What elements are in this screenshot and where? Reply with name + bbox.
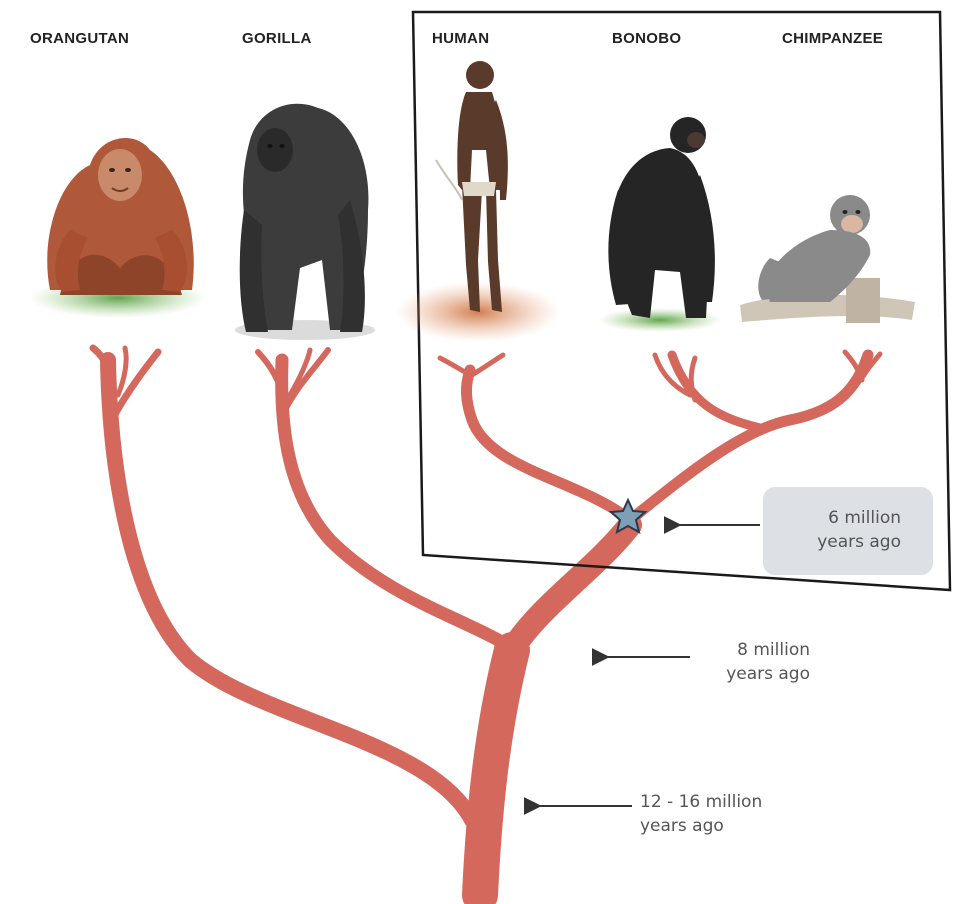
time-label-12-16-million: 12 - 16 million years ago bbox=[640, 790, 762, 838]
branch-human bbox=[466, 370, 630, 520]
species-label-gorilla: GORILLA bbox=[242, 30, 312, 47]
time-label-6-million: 6 million years ago bbox=[775, 506, 901, 554]
bonobo-image bbox=[598, 117, 722, 332]
twig-human-b bbox=[472, 355, 503, 375]
time-label-8-million: 8 million years ago bbox=[700, 638, 810, 686]
time-label-6-million-line2: years ago bbox=[775, 530, 901, 554]
twig-bonobo-b bbox=[691, 358, 695, 400]
species-label-bonobo: BONOBO bbox=[612, 30, 681, 47]
twig-human-a bbox=[440, 358, 470, 375]
time-label-8-million-line1: 8 million bbox=[700, 638, 810, 662]
chimpanzee-image bbox=[740, 195, 915, 323]
time-label-12-16-million-line2: years ago bbox=[640, 814, 762, 838]
trunk bbox=[480, 650, 512, 895]
branch-gorilla bbox=[282, 360, 515, 650]
mid-trunk bbox=[512, 525, 630, 650]
species-label-orangutan: ORANGUTAN bbox=[30, 30, 129, 47]
human-image bbox=[396, 61, 560, 342]
time-label-8-million-line2: years ago bbox=[700, 662, 810, 686]
gorilla-image bbox=[235, 104, 375, 340]
twig-orangutan-c bbox=[118, 348, 126, 395]
orangutan-image bbox=[30, 138, 206, 318]
species-label-human: HUMAN bbox=[432, 30, 489, 47]
time-label-6-million-line1: 6 million bbox=[775, 506, 901, 530]
time-label-12-16-million-line1: 12 - 16 million bbox=[640, 790, 762, 814]
species-label-chimpanzee: CHIMPANZEE bbox=[782, 30, 883, 47]
